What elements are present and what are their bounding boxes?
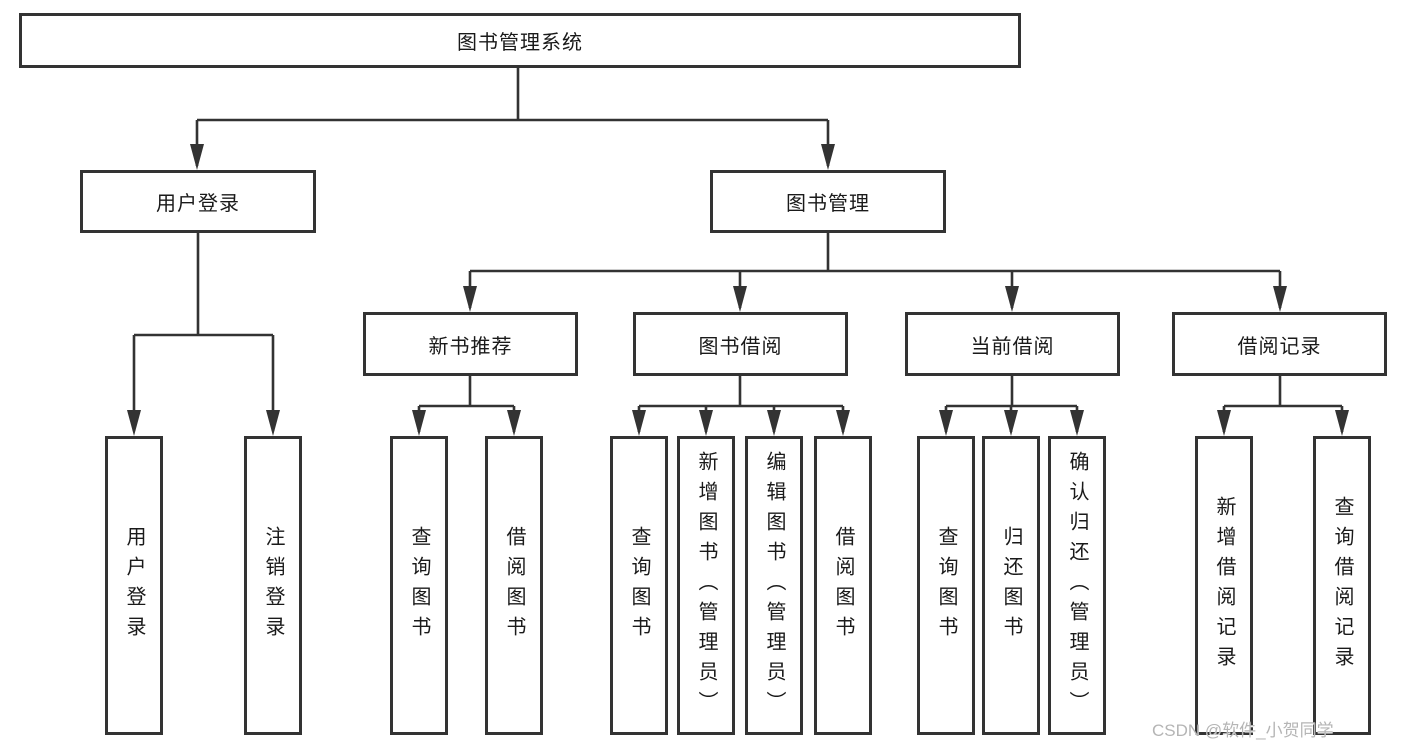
node-label: 确认归还（管理员）	[1066, 450, 1088, 721]
node-label: 新书推荐	[428, 335, 513, 358]
node-label: 编辑图书（管理员）	[763, 450, 785, 721]
leaf-user-login: 用户登录	[105, 436, 163, 735]
leaf-query-books-current: 查询图书	[917, 436, 975, 735]
node-root: 图书管理系统	[19, 13, 1021, 68]
leaf-query-books-newrec: 查询图书	[390, 436, 448, 735]
leaf-edit-book-admin: 编辑图书（管理员）	[745, 436, 803, 735]
node-label: 查询借阅记录	[1331, 495, 1353, 676]
node-label: 归还图书	[1000, 525, 1022, 646]
node-label: 借阅记录	[1237, 335, 1322, 358]
node-label: 查询图书	[408, 525, 430, 646]
node-label: 用户登录	[123, 525, 145, 646]
node-label: 借阅图书	[503, 525, 525, 646]
node-label: 图书借阅	[698, 335, 783, 358]
arrowheads	[127, 144, 1349, 436]
node-label: 当前借阅	[970, 335, 1055, 358]
node-label: 图书管理	[786, 193, 870, 215]
node-new-book-recommend: 新书推荐	[363, 312, 578, 376]
node-current-borrow: 当前借阅	[905, 312, 1120, 376]
leaf-confirm-return-admin: 确认归还（管理员）	[1048, 436, 1106, 735]
node-book-mgmt: 图书管理	[710, 170, 946, 233]
leaf-add-book-admin: 新增图书（管理员）	[677, 436, 735, 735]
node-label: 新增借阅记录	[1213, 495, 1235, 676]
node-label: 新增图书（管理员）	[695, 450, 717, 721]
node-label: 查询图书	[628, 525, 650, 646]
node-book-borrow: 图书借阅	[633, 312, 848, 376]
node-label: 借阅图书	[832, 525, 854, 646]
leaf-add-borrow-record: 新增借阅记录	[1195, 436, 1253, 735]
leaf-borrow-books-newrec: 借阅图书	[485, 436, 543, 735]
leaf-logout: 注销登录	[244, 436, 302, 735]
node-label: 查询图书	[935, 525, 957, 646]
leaf-borrow-books-borrow: 借阅图书	[814, 436, 872, 735]
node-label: 用户登录	[156, 193, 240, 215]
node-label: 注销登录	[262, 525, 284, 646]
node-user-login: 用户登录	[80, 170, 316, 233]
csdn-watermark: CSDN @软件_小贺同学	[1152, 721, 1334, 740]
leaf-query-books-borrow: 查询图书	[610, 436, 668, 735]
leaf-return-book: 归还图书	[982, 436, 1040, 735]
node-label: 图书管理系统	[457, 32, 583, 54]
node-borrow-record: 借阅记录	[1172, 312, 1387, 376]
leaf-query-borrow-record: 查询借阅记录	[1313, 436, 1371, 735]
